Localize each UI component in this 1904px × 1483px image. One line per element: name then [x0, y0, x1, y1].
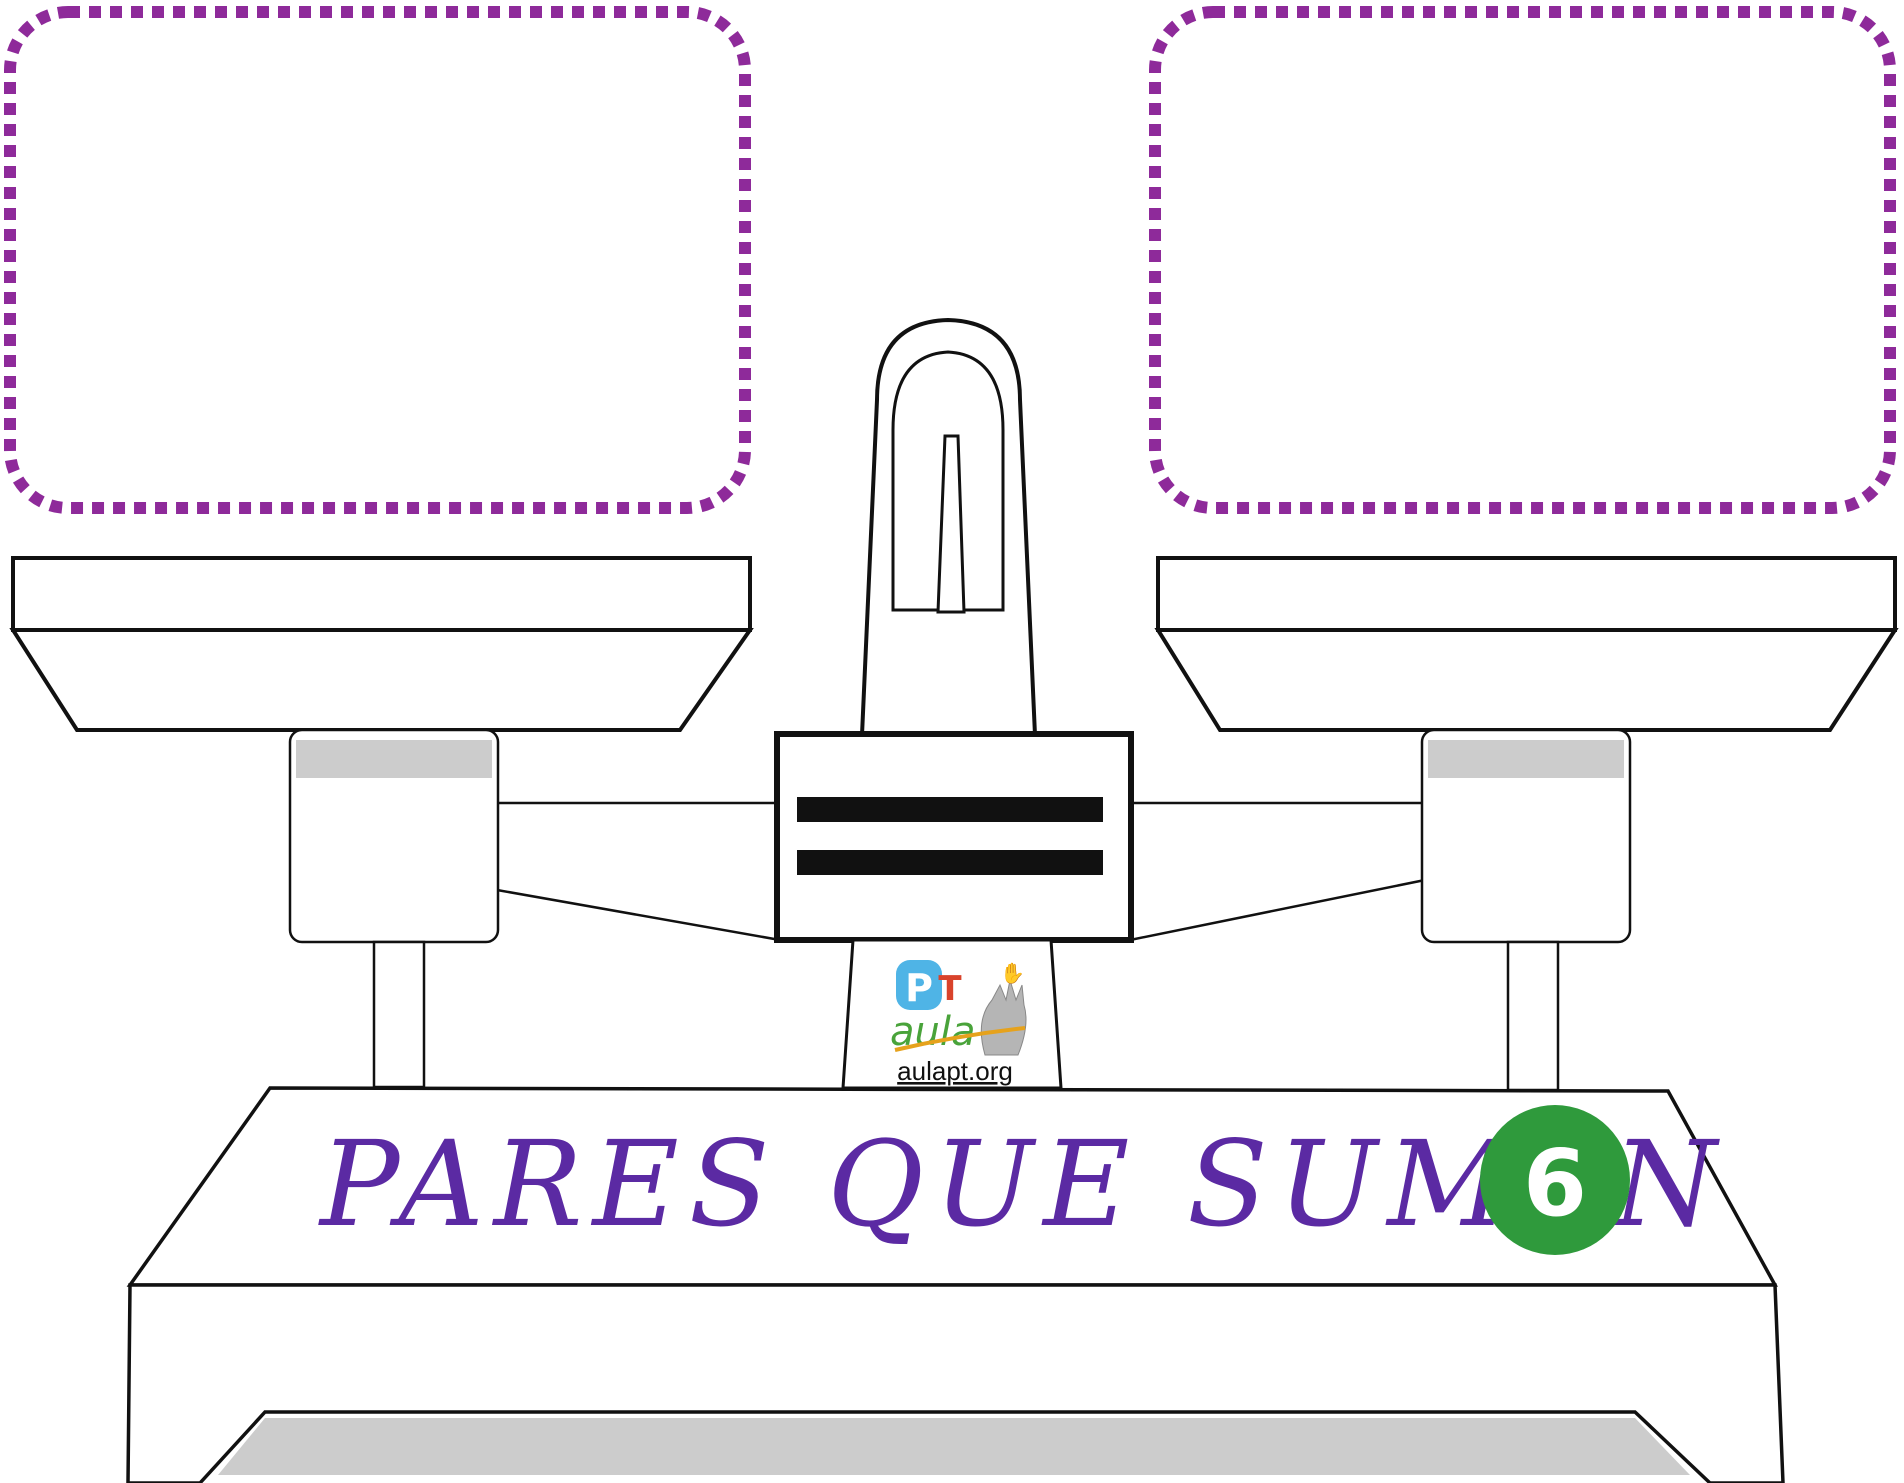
- number-badge: 6: [1480, 1105, 1630, 1255]
- left-pan-support: [288, 728, 500, 1089]
- base-grey-strip: [218, 1418, 1690, 1475]
- hand-symbol-icon: ✋: [1000, 961, 1025, 985]
- balance-beam: [496, 801, 1426, 942]
- base-body: [126, 1283, 1785, 1483]
- right-pan-support: [1420, 728, 1632, 1092]
- logo-letter-t: T: [938, 969, 962, 1009]
- center-pointer-tower: [859, 317, 1038, 737]
- left-pan: [9, 556, 754, 732]
- logo-url[interactable]: aulapt.org: [897, 1056, 1013, 1086]
- equal-bar-bottom: [797, 850, 1103, 875]
- number-badge-circle: [1480, 1105, 1630, 1255]
- equal-sign-box: [774, 731, 1134, 943]
- number-badge-value: 6: [1523, 1130, 1587, 1237]
- right-drop-zone[interactable]: [1149, 6, 1896, 514]
- right-pan: [1154, 556, 1899, 732]
- equal-bar-top: [797, 797, 1103, 822]
- hand-icon: [980, 979, 1027, 1056]
- logo-letter-p: P: [905, 966, 933, 1010]
- logo-swoosh: [894, 1026, 1026, 1052]
- logo-p-badge: [896, 960, 942, 1010]
- aulapt-logo: P T ✋ aula aulapt.org: [890, 960, 1027, 1086]
- left-drop-zone[interactable]: [4, 6, 751, 514]
